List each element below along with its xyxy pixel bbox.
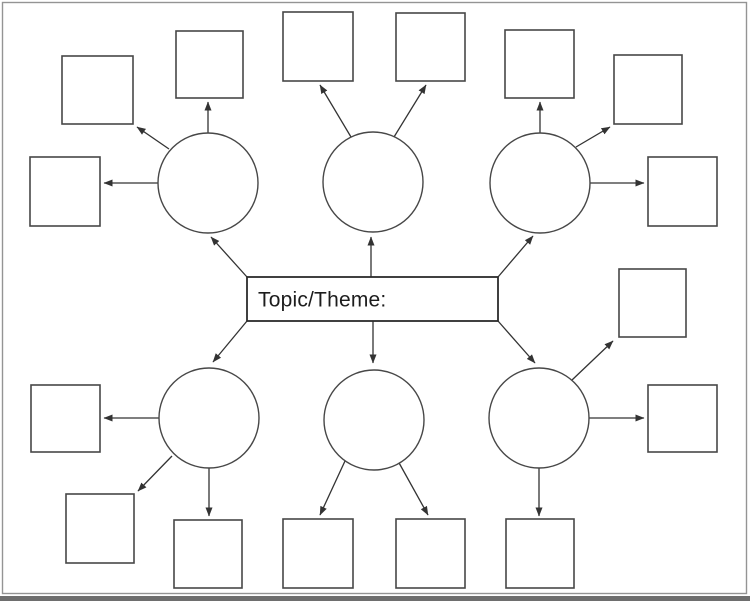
detail-box-top-1 xyxy=(175,30,244,99)
detail-box-right-bottom xyxy=(647,384,718,453)
subtopic-circle-top-middle xyxy=(322,131,424,233)
arrow-bl-circle-down-left xyxy=(137,455,173,492)
detail-box-bottom-2 xyxy=(282,518,354,589)
arrow-box-to-circle-top-left xyxy=(210,236,248,278)
detail-box-lower-left xyxy=(65,493,135,564)
arrow-tm-circle-up-right xyxy=(393,84,427,138)
arrow-tl-circle-to-upper-left xyxy=(136,126,170,150)
subtopic-circle-bottom-right xyxy=(488,367,590,469)
bottom-bar xyxy=(0,596,750,601)
arrow-tr-circle-up-right xyxy=(575,126,611,148)
subtopic-circle-bottom-middle xyxy=(323,369,425,471)
detail-box-right-top xyxy=(647,156,718,227)
arrow-box-to-circle-top-right xyxy=(497,235,534,278)
detail-box-bottom-4 xyxy=(505,518,575,589)
subtopic-circle-bottom-left xyxy=(158,367,260,469)
topic-theme-box xyxy=(246,276,499,322)
arrow-br-circle-up-right xyxy=(571,340,614,381)
arrow-box-to-circle-bottom-right xyxy=(497,320,536,364)
arrow-box-to-circle-bottom-left xyxy=(212,320,248,363)
detail-box-upper-right xyxy=(613,54,683,125)
detail-box-right-middle xyxy=(618,268,687,338)
detail-box-left-bottom xyxy=(30,384,101,453)
arrow-bm-circle-down-left xyxy=(319,460,346,516)
detail-box-top-2 xyxy=(282,11,354,82)
arrow-tm-circle-up-left xyxy=(319,84,352,138)
topic-theme-label: Topic/Theme: xyxy=(258,289,386,312)
subtopic-circle-top-right xyxy=(489,132,591,234)
detail-box-bottom-3 xyxy=(395,518,466,589)
detail-box-upper-left xyxy=(61,55,134,125)
detail-box-top-4 xyxy=(504,29,575,99)
detail-box-top-3 xyxy=(395,12,466,82)
arrow-bm-circle-down-right xyxy=(397,460,429,516)
subtopic-circle-top-left xyxy=(157,132,259,234)
detail-box-bottom-1 xyxy=(173,519,243,589)
detail-box-left-top xyxy=(29,156,101,227)
